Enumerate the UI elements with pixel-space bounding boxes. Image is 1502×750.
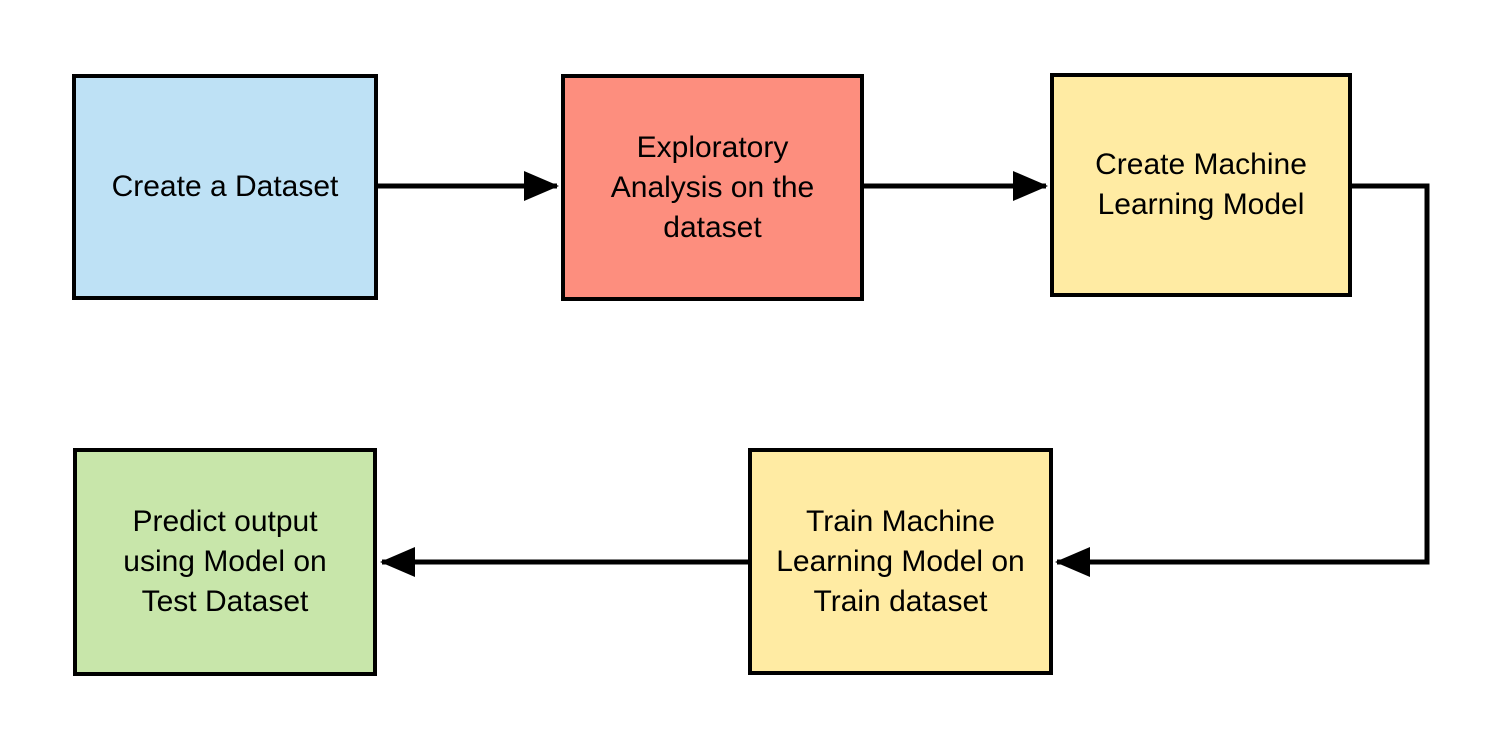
node-predict-output-label: Predict output using Model on Test Datas… xyxy=(123,505,327,618)
node-create-ml-model-label: Create Machine Learning Model xyxy=(1095,148,1307,221)
node-predict-output: Predict output using Model on Test Datas… xyxy=(73,448,377,676)
node-create-dataset-label: Create a Dataset xyxy=(111,170,339,203)
node-exploratory-analysis: Exploratory Analysis on the dataset xyxy=(561,74,864,301)
node-create-dataset: Create a Dataset xyxy=(72,74,378,300)
node-train-ml-model-label: Train Machine Learning Model on Train da… xyxy=(776,504,1025,618)
node-create-ml-model: Create Machine Learning Model xyxy=(1050,73,1352,297)
node-train-ml-model: Train Machine Learning Model on Train da… xyxy=(748,448,1053,675)
node-exploratory-analysis-label: Exploratory Analysis on the dataset xyxy=(610,130,815,244)
